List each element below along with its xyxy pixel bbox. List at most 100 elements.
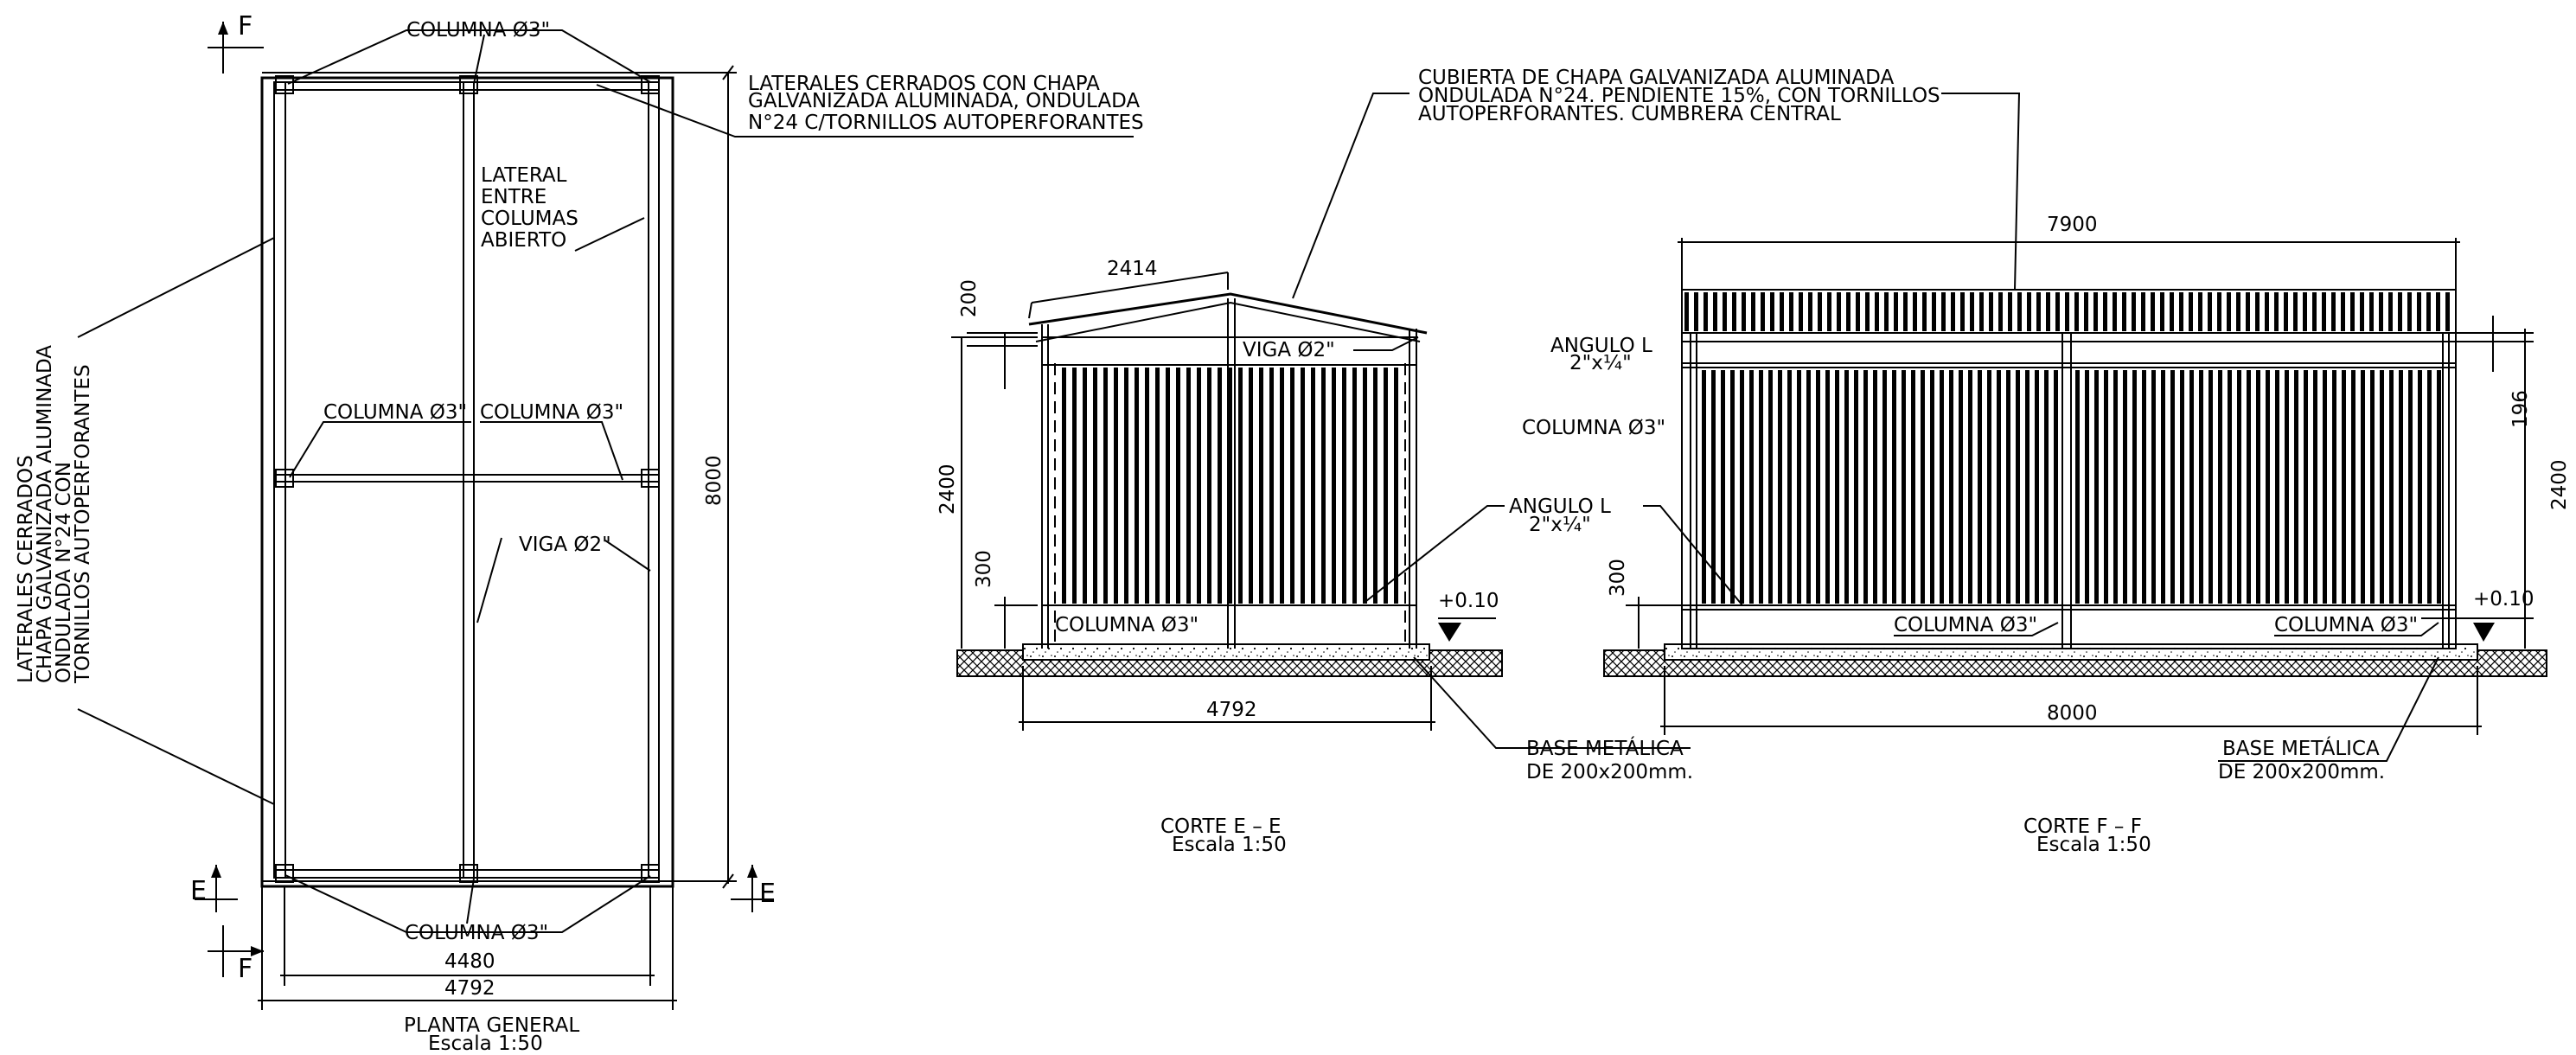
roof-rib: [1694, 292, 1698, 331]
corrugation-rib: [1711, 370, 1716, 604]
corte-f-frame-lines: [1682, 332, 2456, 649]
corrugation-rib: [1062, 368, 1066, 604]
corrugation-rib: [1394, 368, 1398, 604]
corrugation-rib: [1806, 370, 1811, 604]
roof-rib: [2132, 292, 2136, 331]
roof-rib: [2036, 292, 2041, 331]
roof-rib: [2189, 292, 2193, 331]
corrugation-rib: [1207, 368, 1211, 604]
roof-rib: [2284, 292, 2288, 331]
corrugation-rib: [2323, 370, 2327, 604]
roof-rib: [2331, 292, 2336, 331]
corte-f-leaders: [1643, 93, 2439, 762]
roof-rib: [2103, 292, 2107, 331]
corte-e-scale: Escala 1:50: [1172, 834, 1287, 856]
roof-rib: [2407, 292, 2412, 331]
roof-rib: [2246, 292, 2250, 331]
corrugation-rib: [1778, 370, 1782, 604]
corrugation-rib: [1911, 370, 1915, 604]
corte-f-corrugated-sheet: [1702, 370, 2441, 604]
corrugation-rib: [1384, 368, 1388, 604]
corte-e-level: +0.10: [1438, 590, 1499, 612]
corrugation-rib: [1930, 370, 1934, 604]
corrugation-rib: [1721, 370, 1725, 604]
section-mark-e-left: E: [190, 876, 207, 906]
roof-rib: [2236, 292, 2240, 331]
corrugation-rib: [1114, 368, 1118, 604]
corrugation-rib: [1797, 370, 1801, 604]
roof-rib: [1751, 292, 1755, 331]
corrugation-rib: [2218, 370, 2222, 604]
cubierta-line2: ONDULADA N°24. PENDIENTE 15%, CON TORNIL…: [1418, 85, 1940, 107]
plan-column-marker: [459, 864, 478, 883]
plan-laterales-top-line3: N°24 C/TORNILLOS AUTOPERFORANTES: [748, 112, 1144, 134]
corrugation-rib: [1702, 370, 1706, 604]
corrugation-rib: [1787, 370, 1792, 604]
roof-rib: [2170, 292, 2174, 331]
roof-rib: [2436, 292, 2440, 331]
roof-rib: [2293, 292, 2298, 331]
corrugation-rib: [1332, 368, 1336, 604]
plan-columna-mid-left: COLUMNA Ø3": [323, 401, 467, 424]
roof-rib: [1732, 292, 1736, 331]
corrugation-rib: [2208, 370, 2213, 604]
corrugation-rib: [1093, 368, 1097, 604]
roof-rib: [2350, 292, 2355, 331]
corrugation-rib: [2237, 370, 2241, 604]
corte-f-base-line2: DE 200x200mm.: [2218, 761, 2385, 783]
corrugation-rib: [1987, 370, 1991, 604]
corte-f-columna-mid: COLUMNA Ø3": [1894, 614, 2037, 636]
plan-dim-8000-label: 8000: [703, 455, 725, 506]
corte-f-roof-corrugation: [1684, 292, 2450, 331]
corrugation-rib: [2161, 370, 2165, 604]
corrugation-rib: [2266, 370, 2270, 604]
plan-lateral-abierto-line2: ENTRE: [481, 186, 547, 208]
corrugation-rib: [2437, 370, 2441, 604]
corte-f-columna-right: COLUMNA Ø3": [2274, 614, 2418, 636]
corrugation-rib: [1854, 370, 1858, 604]
roof-rib: [2179, 292, 2183, 331]
roof-rib: [1827, 292, 1831, 331]
roof-rib: [2322, 292, 2326, 331]
corrugation-rib: [1940, 370, 1944, 604]
corte-f-columna-side: COLUMNA Ø3": [1522, 417, 1665, 439]
corrugation-rib: [2025, 370, 2029, 604]
corte-e-dims: [951, 272, 1435, 731]
corrugation-rib: [1259, 368, 1263, 604]
roof-rib: [1761, 292, 1765, 331]
corte-e-title: CORTE E – E: [1160, 815, 1282, 838]
corrugation-rib: [2054, 370, 2058, 604]
corrugation-rib: [1218, 368, 1222, 604]
roof-rib: [1846, 292, 1851, 331]
corrugation-rib: [1863, 370, 1868, 604]
corte-e-dim-200: 200: [958, 279, 981, 317]
roof-rib: [2388, 292, 2393, 331]
roof-rib: [2312, 292, 2317, 331]
corte-f-dim-196: 196: [2509, 390, 2532, 428]
plan-column-marker: [275, 469, 294, 488]
corrugation-rib: [1135, 368, 1139, 604]
roof-rib: [1875, 292, 1879, 331]
corrugation-rib: [1373, 368, 1377, 604]
section-mark-e-right: E: [759, 879, 776, 909]
roof-rib: [2445, 292, 2450, 331]
roof-rib: [1903, 292, 1908, 331]
corrugation-rib: [2427, 370, 2432, 604]
roof-rib: [1713, 292, 1717, 331]
roof-rib: [2265, 292, 2269, 331]
corte-f-dim-8000: 8000: [2047, 702, 2098, 725]
corrugation-rib: [2247, 370, 2251, 604]
corrugation-rib: [1124, 368, 1128, 604]
corrugation-rib: [2285, 370, 2289, 604]
plan-laterales-side-line3: ONDULADA N°24 CON: [53, 462, 75, 683]
corte-f-dim-2400: 2400: [2548, 459, 2571, 510]
corrugation-rib: [1342, 368, 1346, 604]
corrugation-rib: [1352, 368, 1357, 604]
roof-rib: [2426, 292, 2431, 331]
cubierta-line1: CUBIERTA DE CHAPA GALVANIZADA ALUMINADA: [1418, 67, 1894, 89]
plan-dim-4792-label: 4792: [444, 977, 495, 1000]
corte-e-dim-4792: 4792: [1206, 699, 1257, 721]
plan-laterales-top-line1: LATERALES CERRADOS CON CHAPA: [748, 73, 1100, 95]
roof-rib: [1818, 292, 1822, 331]
roof-rib: [1979, 292, 1984, 331]
